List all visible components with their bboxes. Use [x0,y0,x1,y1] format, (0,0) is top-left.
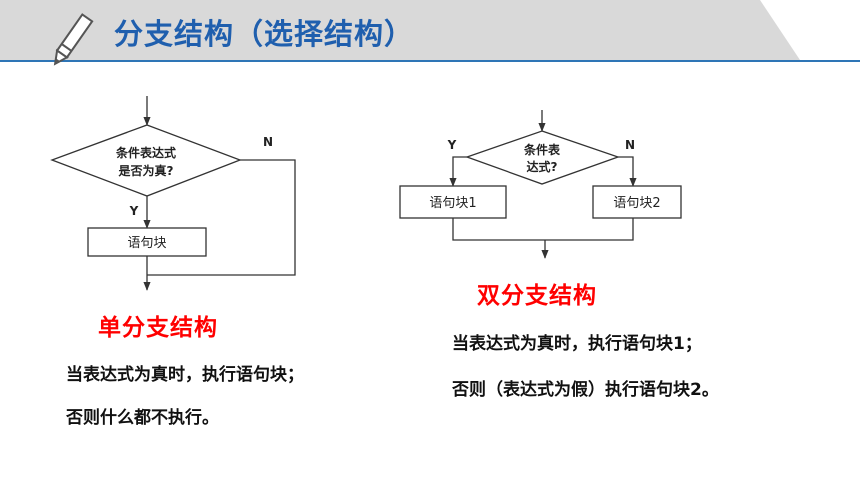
pencil-icon [53,13,94,66]
single-no-path [147,159,296,276]
double-condition-text-line1: 条件表 [523,142,561,157]
single-branch-description-line2: 否则什么都不执行。 [66,408,219,428]
single-condition-diamond [50,124,242,197]
double-branch-flowchart [399,110,682,259]
single-statement-text: 语句块 [127,236,166,251]
double-block1-text: 语句块1 [429,196,476,211]
double-branch-title: 双分支结构 [477,283,597,309]
double-block1 [399,185,507,219]
flowchart-canvas: 条件表达式 是否为真? Y N 语句块 条件表 达式? Y N 语句块1 语句块… [50,96,682,291]
single-condition-text-line1: 条件表达式 [115,145,176,160]
double-condition-text-line2: 达式? [527,159,558,174]
single-branch-flowchart [50,96,296,291]
double-condition-diamond [465,130,620,185]
double-branch-description-line1: 当表达式为真时，执行语句块1； [452,334,702,354]
single-branch-description-line1: 当表达式为真时，执行语句块； [66,365,304,385]
double-yes-path [449,156,467,187]
double-yes-label: Y [447,138,457,152]
double-no-label: N [625,138,635,152]
header-background [0,0,800,60]
single-branch-title: 单分支结构 [98,315,218,341]
double-block2-text: 语句块2 [613,196,660,211]
header-accent-line [0,60,860,62]
single-condition-text-line2: 是否为真? [118,163,174,178]
page-title: 分支结构（选择结构） [114,17,415,51]
header-band [0,0,860,66]
double-block2 [592,185,682,219]
double-branch-description-line2: 否则（表达式为假）执行语句块2。 [452,380,719,400]
double-merge-path [452,218,634,241]
single-no-label: N [263,135,273,149]
single-yes-label: Y [129,204,139,218]
double-no-path [618,156,637,187]
